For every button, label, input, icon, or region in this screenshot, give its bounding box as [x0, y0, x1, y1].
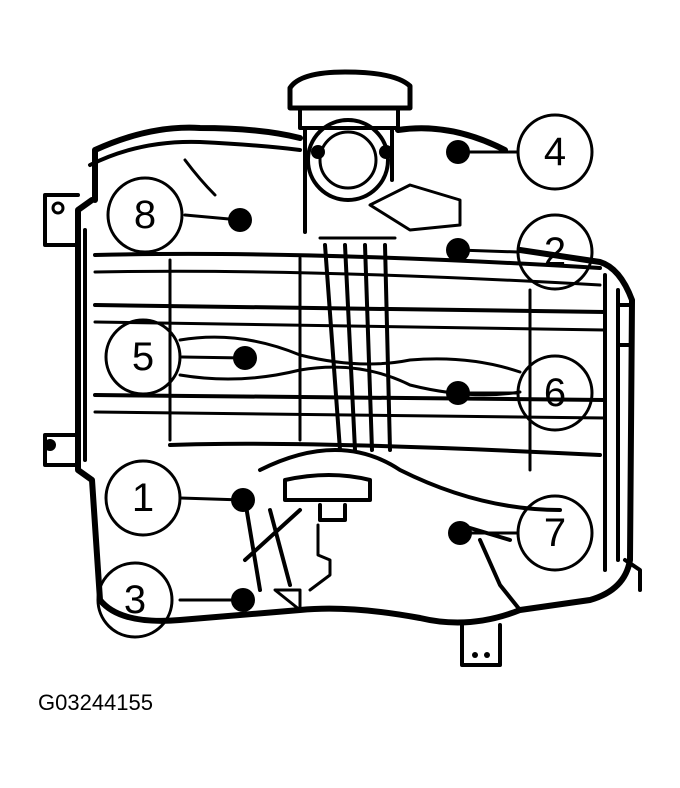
callout-1: 1 [104, 459, 182, 537]
callout-label: 7 [544, 511, 566, 555]
callout-label: 3 [124, 578, 146, 622]
figure-id: G03244155 [38, 690, 153, 715]
leader-lines [178, 150, 520, 602]
callout-label: 8 [134, 193, 156, 237]
callout-label: 5 [132, 335, 154, 379]
throttle-body [287, 69, 413, 234]
callout-3: 3 [96, 561, 174, 639]
callout-4: 4 [516, 113, 594, 191]
callout-8: 8 [106, 176, 184, 254]
callout-label: 4 [544, 130, 566, 174]
callout-label: 6 [544, 371, 566, 415]
callout-label: 1 [132, 476, 154, 520]
callout-2: 2 [516, 213, 594, 291]
callout-7: 7 [516, 494, 594, 572]
runner-lines [93, 236, 607, 512]
callout-6: 6 [516, 354, 594, 432]
manifold-outline [43, 124, 642, 667]
callout-label: 2 [544, 230, 566, 274]
callouts: 4 8 2 5 6 1 7 3 [96, 113, 594, 639]
lower-components [183, 158, 522, 612]
callout-5: 5 [104, 318, 182, 396]
